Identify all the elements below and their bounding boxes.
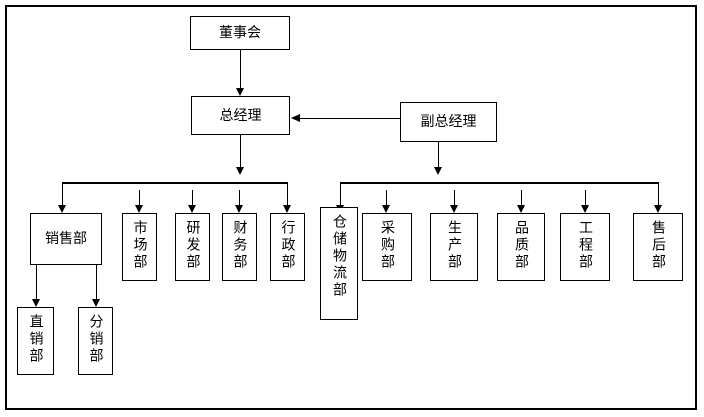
- node-engineering-label: 工程部: [577, 220, 593, 271]
- node-general-manager[interactable]: 总经理: [191, 96, 290, 135]
- connector-deputy-to-right-bus: [438, 142, 439, 167]
- node-sales[interactable]: 销售部: [30, 213, 102, 265]
- node-board[interactable]: 董事会: [190, 16, 290, 50]
- node-general-manager-label: 总经理: [219, 107, 262, 124]
- drop-finance: [239, 190, 240, 205]
- connector-gm-to-left-bus: [240, 135, 241, 167]
- node-sales-label: 销售部: [45, 231, 87, 247]
- drop-distribution-sales: [96, 265, 97, 299]
- node-deputy-general-manager[interactable]: 副总经理: [400, 102, 497, 142]
- arrowhead-engineering: [581, 205, 589, 213]
- arrowhead-finance: [235, 205, 243, 213]
- drop-engineering: [585, 190, 586, 205]
- node-after-sales-label: 售后部: [650, 220, 666, 271]
- node-direct-sales-label: 直销部: [27, 314, 44, 365]
- node-board-label: 董事会: [219, 25, 261, 41]
- node-warehouse-logistics-label: 仓储物流部: [331, 214, 347, 299]
- node-rnd-label: 研发部: [184, 220, 201, 271]
- arrowhead-deputy-to-gm: [291, 114, 300, 122]
- drop-purchasing: [386, 190, 387, 205]
- arrowhead-rnd: [188, 205, 196, 213]
- drop-production: [454, 190, 455, 205]
- node-purchasing[interactable]: 采购部: [362, 213, 412, 281]
- arrowhead-quality: [517, 205, 525, 213]
- node-purchasing-label: 采购部: [379, 220, 395, 271]
- drop-sales: [62, 182, 63, 205]
- drop-market: [139, 190, 140, 205]
- drop-quality: [521, 190, 522, 205]
- drop-after-sales: [658, 182, 659, 205]
- connector-deputy-to-gm: [300, 118, 400, 119]
- node-market-label: 市场部: [131, 220, 148, 271]
- drop-admin: [287, 182, 288, 205]
- arrowhead-distribution-sales: [92, 299, 100, 307]
- arrowhead-direct-sales: [32, 299, 40, 307]
- arrowhead-board-to-gm: [236, 88, 244, 96]
- arrowhead-deputy-drop: [434, 167, 442, 175]
- arrowhead-purchasing: [382, 205, 390, 213]
- arrowhead-sales: [58, 205, 66, 213]
- arrowhead-production: [450, 205, 458, 213]
- left-department-bus: [62, 182, 288, 184]
- node-engineering[interactable]: 工程部: [560, 213, 610, 281]
- drop-direct-sales: [36, 265, 37, 299]
- node-distribution-sales-label: 分销部: [87, 314, 104, 365]
- node-admin[interactable]: 行政部: [270, 213, 305, 281]
- node-production-label: 生产部: [446, 220, 462, 271]
- node-production[interactable]: 生产部: [430, 213, 478, 281]
- drop-warehouse: [340, 182, 341, 205]
- node-distribution-sales[interactable]: 分销部: [78, 307, 113, 375]
- connector-board-to-gm: [240, 50, 241, 88]
- node-rnd[interactable]: 研发部: [175, 213, 210, 281]
- node-admin-label: 行政部: [279, 220, 296, 271]
- diagram-frame: [5, 5, 697, 410]
- node-finance[interactable]: 财务部: [222, 213, 257, 281]
- node-finance-label: 财务部: [231, 220, 248, 271]
- node-direct-sales[interactable]: 直销部: [17, 307, 54, 375]
- arrowhead-gm-drop: [236, 167, 244, 175]
- arrowhead-market: [135, 205, 143, 213]
- arrowhead-after-sales: [654, 205, 662, 213]
- drop-rnd: [192, 190, 193, 205]
- right-department-bus: [340, 182, 658, 184]
- node-quality[interactable]: 品质部: [497, 213, 545, 281]
- node-after-sales[interactable]: 售后部: [633, 213, 683, 281]
- node-market[interactable]: 市场部: [122, 213, 157, 281]
- node-warehouse-logistics[interactable]: 仓储物流部: [320, 207, 358, 320]
- node-deputy-general-manager-label: 副总经理: [420, 114, 477, 130]
- arrowhead-admin: [283, 205, 291, 213]
- node-quality-label: 品质部: [513, 220, 529, 271]
